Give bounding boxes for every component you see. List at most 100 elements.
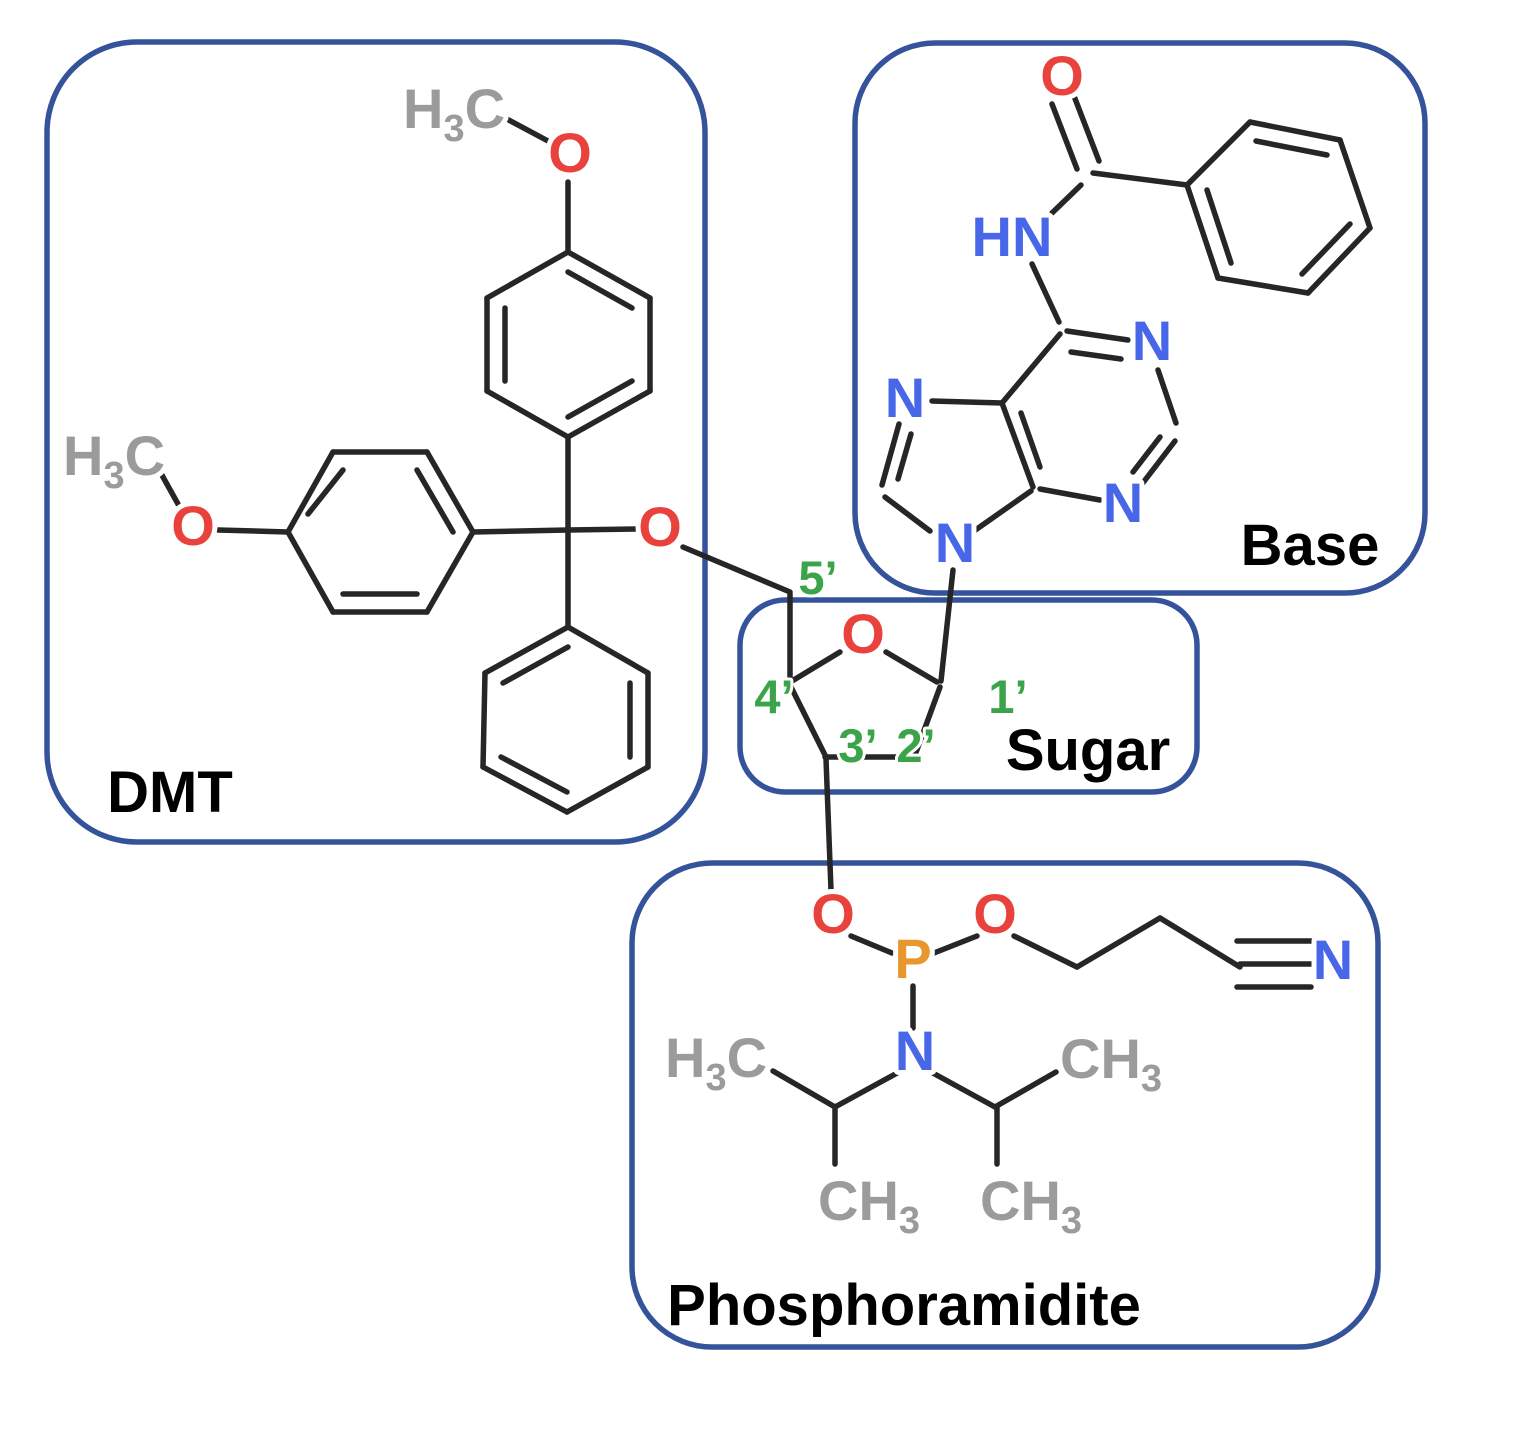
bond-line (1049, 101, 1080, 172)
bond-line (1337, 137, 1373, 231)
bond-line (1074, 915, 1163, 970)
bond-line (999, 400, 1036, 490)
bond-line (883, 649, 940, 685)
sugar-label-3-prime: 3’ (838, 719, 877, 772)
bond-line (848, 933, 895, 956)
bond-line (565, 249, 653, 301)
bond-line (1136, 438, 1178, 491)
bond-line (1018, 410, 1043, 470)
bond-line (565, 378, 635, 420)
atom-sugar-ring-o: O (841, 602, 885, 665)
bond-line (482, 624, 571, 676)
bond-line (971, 488, 1034, 534)
sugar-position-labels: 5’ 4’ 1’ 3’ 2’ (751, 548, 1030, 775)
bond-line (1184, 182, 1221, 281)
bond-line (480, 670, 488, 770)
bond-line (215, 527, 291, 535)
bond-line (1068, 349, 1124, 362)
bond-line (424, 449, 476, 535)
atom-phos-ipr-left-ch3-bottom: CH3 (818, 1169, 920, 1242)
bond-line (565, 526, 641, 533)
bond-line (992, 1069, 1059, 1110)
atom-dmt-methoxy-top-h3c: H3C (403, 77, 505, 150)
bond-line (564, 764, 651, 815)
bond-line (1215, 275, 1311, 296)
bond-line (928, 1069, 998, 1110)
bond-line (895, 431, 914, 482)
bond-line (502, 115, 551, 144)
bond-line (832, 1069, 902, 1110)
bond-line (787, 682, 828, 758)
bond-line (565, 624, 651, 676)
atom-base-amide-hn: HN (972, 205, 1053, 268)
bond-line (480, 764, 570, 815)
bond-line (1090, 170, 1190, 188)
sugar-caption: Sugar (1006, 718, 1170, 783)
atom-phos-o-cyanoethyl: O (973, 882, 1017, 945)
bond-line (1071, 93, 1102, 164)
bond-line (938, 567, 956, 684)
sugar-label-5-prime: 5’ (798, 551, 837, 604)
bond-line (484, 249, 571, 301)
atom-phos-amine-n: N (895, 1019, 935, 1082)
atom-dmt-methoxy-left-h3c: H3C (63, 424, 165, 497)
bond-line (931, 933, 980, 956)
dmt-caption: DMT (107, 760, 233, 825)
atom-phos-o-3prime: O (811, 882, 855, 945)
bond-line (500, 644, 571, 686)
bond-line (1247, 119, 1343, 143)
bond-line (470, 527, 571, 535)
bond-line (1049, 182, 1084, 216)
bond-line (424, 529, 476, 615)
region-boxes (44, 39, 1428, 1350)
atom-phos-phosphorus: P (894, 927, 931, 990)
bond-line (879, 421, 902, 488)
bond-line (1064, 328, 1131, 343)
atom-phos-ipr-right-ch3-bottom: CH3 (980, 1169, 1082, 1242)
atom-phos-ipr-left-h3c: H3C (665, 1026, 767, 1099)
bond-line (155, 465, 181, 507)
atom-base-benzoyl-o: O (1040, 44, 1084, 107)
base-caption: Base (1241, 513, 1380, 578)
bond-line (789, 649, 843, 684)
sugar-bonds (787, 591, 943, 893)
atom-base-purine-n3: N (1103, 471, 1143, 534)
sugar-label-1-prime: 1’ (988, 670, 1027, 723)
bond-line (680, 544, 793, 595)
atom-dmt-methoxy-top-o: O (548, 121, 592, 184)
bond-line (770, 1068, 838, 1110)
atom-dmt-methoxy-left-o: O (171, 494, 215, 557)
bond-line (484, 388, 571, 440)
atom-dmt-trityl-o: O (638, 495, 682, 558)
bond-line (285, 529, 336, 615)
bond-line (1130, 434, 1163, 475)
bond-line (1157, 915, 1243, 970)
bond-line (1299, 221, 1353, 277)
bond-line (882, 494, 933, 534)
bond-line (1011, 933, 1080, 970)
base-bonds (879, 93, 1373, 684)
bond-line (565, 388, 653, 440)
sugar-box (737, 597, 1200, 795)
bond-line (912, 684, 943, 758)
dmt-bonds (155, 115, 793, 815)
sugar-label-4-prime: 4’ (754, 670, 793, 723)
bond-line (285, 449, 336, 535)
dmt-box (44, 39, 708, 845)
bond-line (414, 467, 456, 535)
atom-base-purine-n9: N (935, 511, 975, 574)
atom-base-purine-n7: N (885, 366, 925, 429)
bond-line (1204, 187, 1234, 266)
atom-phos-ipr-right-ch3: CH3 (1060, 1027, 1162, 1100)
phosphoramidite-box (629, 860, 1381, 1350)
sugar-label-2-prime: 2’ (896, 719, 935, 772)
group-captions: DMT Base Sugar Phosphoramidite (104, 510, 1382, 1341)
bond-line (498, 754, 570, 795)
base-box (852, 40, 1428, 596)
bond-line (1037, 486, 1103, 503)
bond-line (1253, 138, 1330, 158)
bond-line (1155, 367, 1179, 426)
